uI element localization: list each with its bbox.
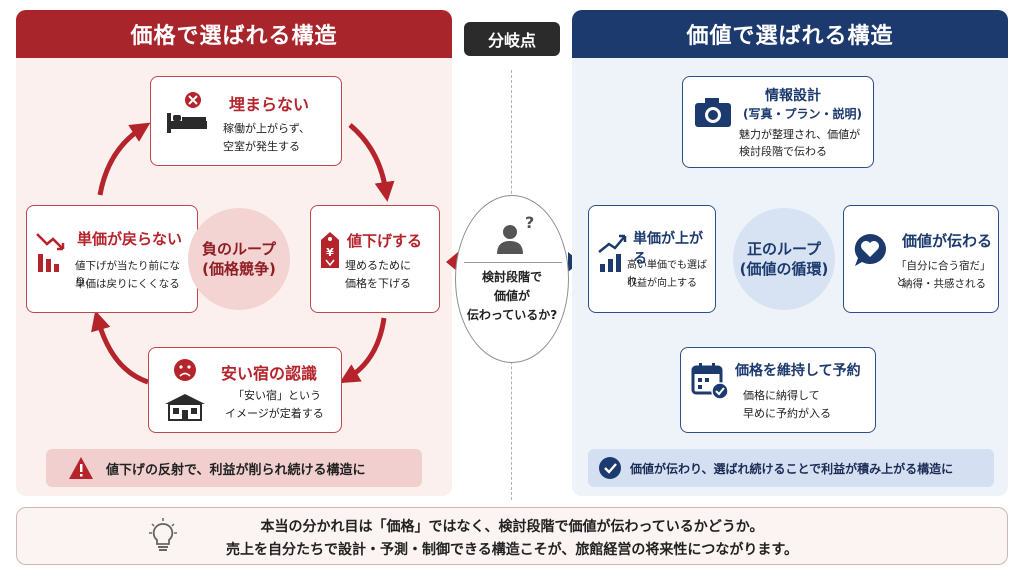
negative-loop-sublabel: (価格競争)	[202, 260, 276, 278]
right-right-title: 価値が伝わる	[902, 232, 993, 250]
right-left-title: 単価が上がる	[633, 231, 703, 267]
price-structure-header: 価格で選ばれる構造	[16, 10, 452, 58]
left-right-desc2: 価格を下げる	[345, 277, 411, 290]
declining-chart-icon	[36, 233, 65, 272]
check-circle-icon	[599, 457, 621, 479]
left-top-title: 埋まらない	[229, 95, 310, 114]
right-box-unit-price-up: 単価が上がる 高い単価でも選ばれ、 収益が向上する	[588, 205, 716, 313]
negative-loop-circle: 負のループ (価格競争)	[188, 208, 290, 310]
bed-with-x-icon	[167, 92, 207, 133]
footer-line2: 売上を自分たちで設計・予測・制御できる構造こそが、旅館経営の将来性につながります…	[225, 542, 799, 558]
left-bottom-desc2: イメージが定着する	[225, 407, 324, 420]
left-box-cheap-image: 安い宿の認識 「安い宿」という イメージが定着する	[148, 347, 342, 433]
right-top-title: 情報設計	[765, 88, 821, 104]
left-box-unfilled: 埋まらない 稼働が上がらず、 空室が発生する	[150, 76, 342, 166]
left-right-desc1: 埋めるために	[345, 259, 411, 272]
right-box-value-conveyed: 価値が伝わる 「自分に合う宿だ」と 納得・共感される	[843, 205, 999, 313]
value-structure-header: 価値で選ばれる構造	[572, 10, 1008, 58]
footer-line1: 本当の分かれ目は「価格」ではなく、検討段階で価値が伝わっているかどうか。	[260, 519, 764, 535]
right-box-info-design: 情報設計 (写真・プラン・説明) 魅力が整理され、価値が 検討段階で伝わる	[682, 76, 874, 168]
positive-loop-label: 正のループ	[746, 240, 822, 258]
right-left-desc1: 高い単価でも選ばれ、	[627, 260, 707, 287]
left-box-discount: ¥ 値下げする 埋めるために 価格を下げる	[310, 205, 440, 313]
left-top-desc2: 空室が発生する	[223, 140, 300, 153]
person-question-icon: ?	[497, 213, 534, 254]
right-top-desc1: 魅力が整理され、価値が	[739, 128, 861, 141]
left-box-unit-price: 単価が戻らない 値下げが当たり前になり、 単価は戻りにくくなる	[26, 205, 198, 313]
right-top-subtitle: (写真・プラン・説明)	[743, 107, 862, 121]
warning-icon	[69, 457, 93, 479]
calendar-check-icon	[691, 363, 729, 400]
right-left-desc2: 収益が向上する	[627, 278, 697, 289]
sad-face-icon	[174, 359, 196, 381]
right-right-desc1: 「自分に合う宿だ」と	[896, 260, 991, 288]
middle-line3: 伝わっているか?	[466, 308, 558, 322]
right-bottom-desc1: 価格に納得して	[743, 389, 820, 402]
positive-loop-sublabel: (価値の循環)	[739, 260, 829, 278]
lightbulb-icon	[149, 518, 177, 551]
heart-chat-icon	[854, 234, 886, 266]
footer-message-box: 本当の分かれ目は「価格」ではなく、検討段階で価値が伝わっているかどうか。 売上を…	[16, 507, 1008, 565]
left-left-title: 単価が戻らない	[77, 230, 183, 248]
left-bottom-title: 安い宿の認識	[221, 364, 318, 383]
inn-house-icon	[165, 394, 205, 421]
positive-loop-circle: 正のループ (価値の循環)	[733, 208, 835, 310]
right-bottom-desc2: 早めに予約が入る	[743, 407, 831, 420]
right-conclusion-text: 価値が伝わり、選ばれ続けることで利益が積み上がる構造に	[630, 461, 954, 476]
left-left-desc2: 単価は戻りにくくなる	[75, 278, 180, 290]
rising-chart-icon	[598, 234, 627, 272]
svg-text:?: ?	[525, 213, 534, 232]
ellipse-divider	[464, 262, 562, 263]
left-conclusion-banner: 値下げの反射で、利益が削られ続ける構造に	[46, 449, 422, 487]
branch-point-label: 分岐点	[487, 31, 536, 50]
middle-line1: 検討段階で	[481, 270, 542, 284]
negative-loop-label: 負のループ	[201, 240, 277, 258]
branch-point-badge: 分岐点	[464, 22, 560, 56]
camera-icon	[695, 98, 731, 127]
right-right-desc2: 納得・共感される	[902, 278, 986, 290]
left-top-desc1: 稼働が上がらず、	[223, 122, 311, 135]
question-ellipse: ? 検討段階で 価値が 伝わっているか?	[455, 195, 569, 363]
left-bottom-desc1: 「安い宿」という	[233, 389, 321, 402]
svg-text:¥: ¥	[326, 246, 334, 259]
left-conclusion-text: 値下げの反射で、利益が削られ続ける構造に	[106, 462, 366, 478]
right-conclusion-banner: 価値が伝わり、選ばれ続けることで利益が積み上がる構造に	[588, 449, 994, 487]
right-top-desc2: 検討段階で伝わる	[739, 145, 827, 158]
middle-line2: 価値が	[493, 289, 530, 303]
right-box-keep-price: 価格を維持して予約 価格に納得して 早めに予約が入る	[680, 347, 876, 433]
right-bottom-title: 価格を維持して予約	[735, 363, 861, 379]
price-tag-down-icon: ¥	[321, 232, 339, 268]
left-right-title: 値下げする	[347, 232, 423, 250]
left-left-desc1: 値下げが当たり前になり、	[75, 260, 180, 288]
